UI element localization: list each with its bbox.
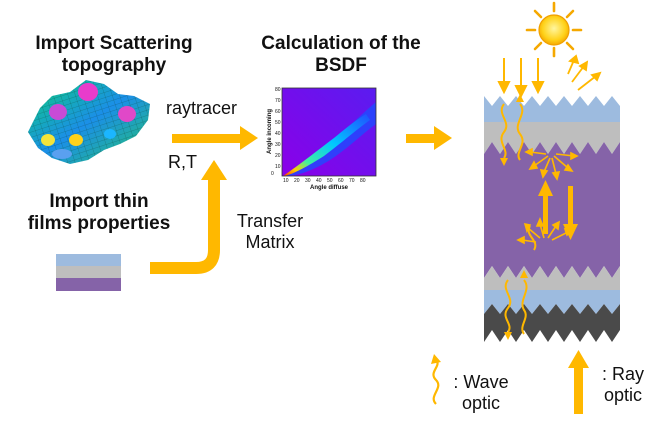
incident-rays-icon [497, 58, 545, 99]
rt-label: R,T [168, 152, 197, 172]
import-thin-line1: Import thin [49, 191, 149, 212]
bsdf-x-tick-5: 50 [327, 178, 333, 184]
wave-line1: : Wave [453, 372, 509, 392]
transfer-line1: Transfer [236, 211, 304, 231]
bsdf-y-tick-8: 80 [275, 87, 281, 93]
import-scattering-title: Import Scattering topography [14, 33, 214, 77]
bsdf-x-tick-0: 0 [271, 171, 274, 177]
bsdf-x-tick-3: 30 [305, 178, 311, 184]
output-arrow [406, 126, 452, 150]
transfer-line2: Matrix [245, 231, 295, 252]
raytracer-label: raytracer [166, 98, 238, 118]
thin-film-stack-icon [56, 254, 121, 291]
transfer-matrix-label: Transfer Matrix [230, 211, 310, 252]
import-thin-films-title: Import thin films properties [14, 191, 184, 235]
wave-optic-legend-icon [431, 354, 441, 405]
import-thin-line2: films properties [27, 212, 171, 234]
wave-optic-arrowheads [500, 94, 528, 340]
ray-line2: optic [603, 384, 643, 405]
solar-cell-stack [484, 96, 620, 342]
ray-optic-vertical-arrows [538, 180, 578, 240]
bsdf-y-tick-3: 30 [275, 142, 281, 148]
bsdf-x-label: Angle diffuse [310, 185, 349, 191]
bsdf-x-tick-1: 10 [283, 178, 289, 184]
raytracer-arrow [172, 126, 258, 150]
calc-bsdf-line1: Calculation of the [261, 33, 421, 54]
import-scattering-line2: topography [61, 54, 167, 76]
bsdf-x-tick-2: 20 [294, 178, 300, 184]
sun-icon [525, 1, 583, 58]
transfer-matrix-arrow [150, 160, 227, 274]
bsdf-x-tick-8: 80 [360, 178, 366, 184]
ray-line1: : Ray [601, 364, 644, 384]
ray-optic-legend-icon [568, 350, 589, 414]
bsdf-y-label: Angle incoming [267, 108, 274, 154]
bsdf-y-tick-4: 40 [275, 131, 281, 137]
bsdf-x-tick-4: 40 [316, 178, 322, 184]
bsdf-y-tick-1: 10 [275, 164, 281, 170]
import-scattering-line1: Import Scattering [35, 33, 193, 54]
bsdf-plot [281, 87, 377, 177]
calc-bsdf-line2: BSDF [315, 54, 367, 76]
wave-line2: optic [461, 392, 501, 413]
bsdf-y-tick-2: 20 [275, 153, 281, 159]
bsdf-x-tick-7: 70 [349, 178, 355, 184]
bsdf-y-tick-6: 60 [275, 109, 281, 115]
calc-bsdf-title: Calculation of the BSDF [236, 33, 446, 77]
bsdf-y-tick-5: 50 [275, 120, 281, 126]
topography-surface-icon [28, 80, 150, 164]
ray-optic-legend-label: : Ray optic [592, 364, 654, 405]
reflected-rays-icon [567, 54, 602, 91]
scattered-rays [516, 147, 579, 245]
wave-optic-legend-label: : Wave optic [446, 372, 516, 413]
bsdf-x-tick-6: 60 [338, 178, 344, 184]
bsdf-y-tick-7: 70 [275, 98, 281, 104]
